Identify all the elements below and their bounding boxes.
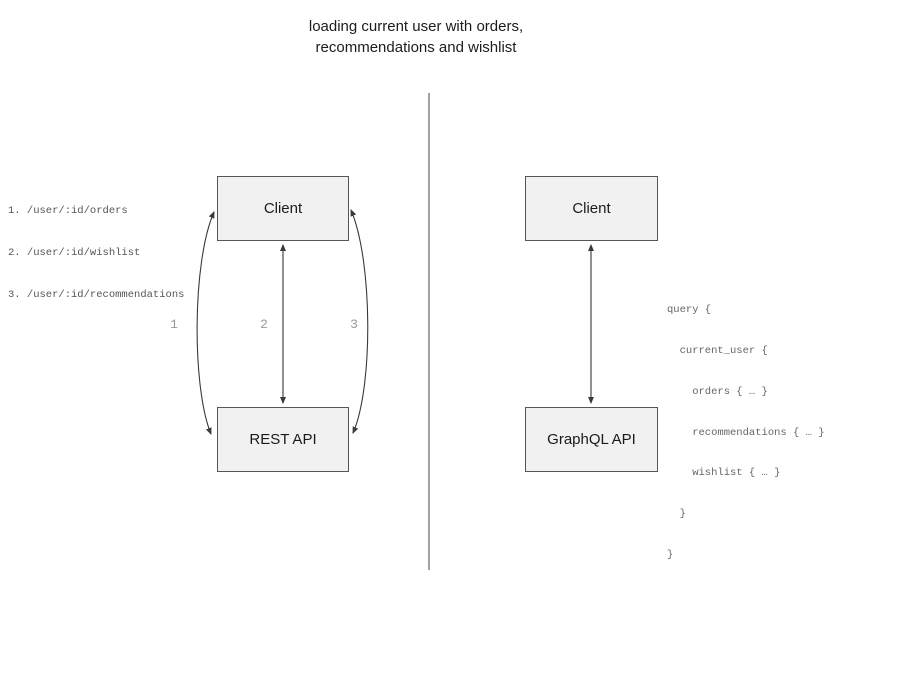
query-line-orders: orders { … } xyxy=(667,385,768,398)
rest-endpoint-orders: 1. /user/:id/orders xyxy=(8,205,128,217)
title-line-1: loading current user with orders, xyxy=(308,18,524,35)
diagram-title: loading current user with orders, recomm… xyxy=(116,16,716,58)
arrow-label-3: 3 xyxy=(350,317,358,332)
query-line-close-outer: } xyxy=(667,548,674,561)
rest-arrow-1-curve xyxy=(196,211,215,435)
rest-client-box-label: Client xyxy=(263,200,303,217)
arrow-label-1: 1 xyxy=(170,317,178,332)
rest-endpoint-wishlist: 2. /user/:id/wishlist xyxy=(8,247,141,259)
rest-api-box-label: REST API xyxy=(249,431,317,448)
rest-endpoints-list: 1. /user/:id/orders 2. /user/:id/wishlis… xyxy=(8,176,184,330)
graphql-query-snippet: query { current_user { orders { … } reco… xyxy=(667,277,825,590)
arrow-label-2: 2 xyxy=(260,317,268,332)
graphql-client-box-label: Client xyxy=(572,200,611,217)
graphql-api-box-label: GraphQL API xyxy=(547,431,636,448)
query-line-close-inner: } xyxy=(667,508,686,521)
rest-client-box: Client xyxy=(217,176,349,241)
query-line-recommendations: recommendations { … } xyxy=(667,426,825,439)
graphql-api-box: GraphQL API xyxy=(525,407,658,472)
query-line-wishlist: wishlist { … } xyxy=(667,467,781,480)
rest-endpoint-recommendations: 3. /user/:id/recommendations xyxy=(8,289,185,301)
query-line-open: query { xyxy=(667,304,712,317)
title-line-2: recommendations and wishlist xyxy=(315,39,517,56)
graphql-client-box: Client xyxy=(525,176,658,241)
rest-api-box: REST API xyxy=(217,407,349,472)
query-line-current-user: current_user { xyxy=(667,344,768,357)
